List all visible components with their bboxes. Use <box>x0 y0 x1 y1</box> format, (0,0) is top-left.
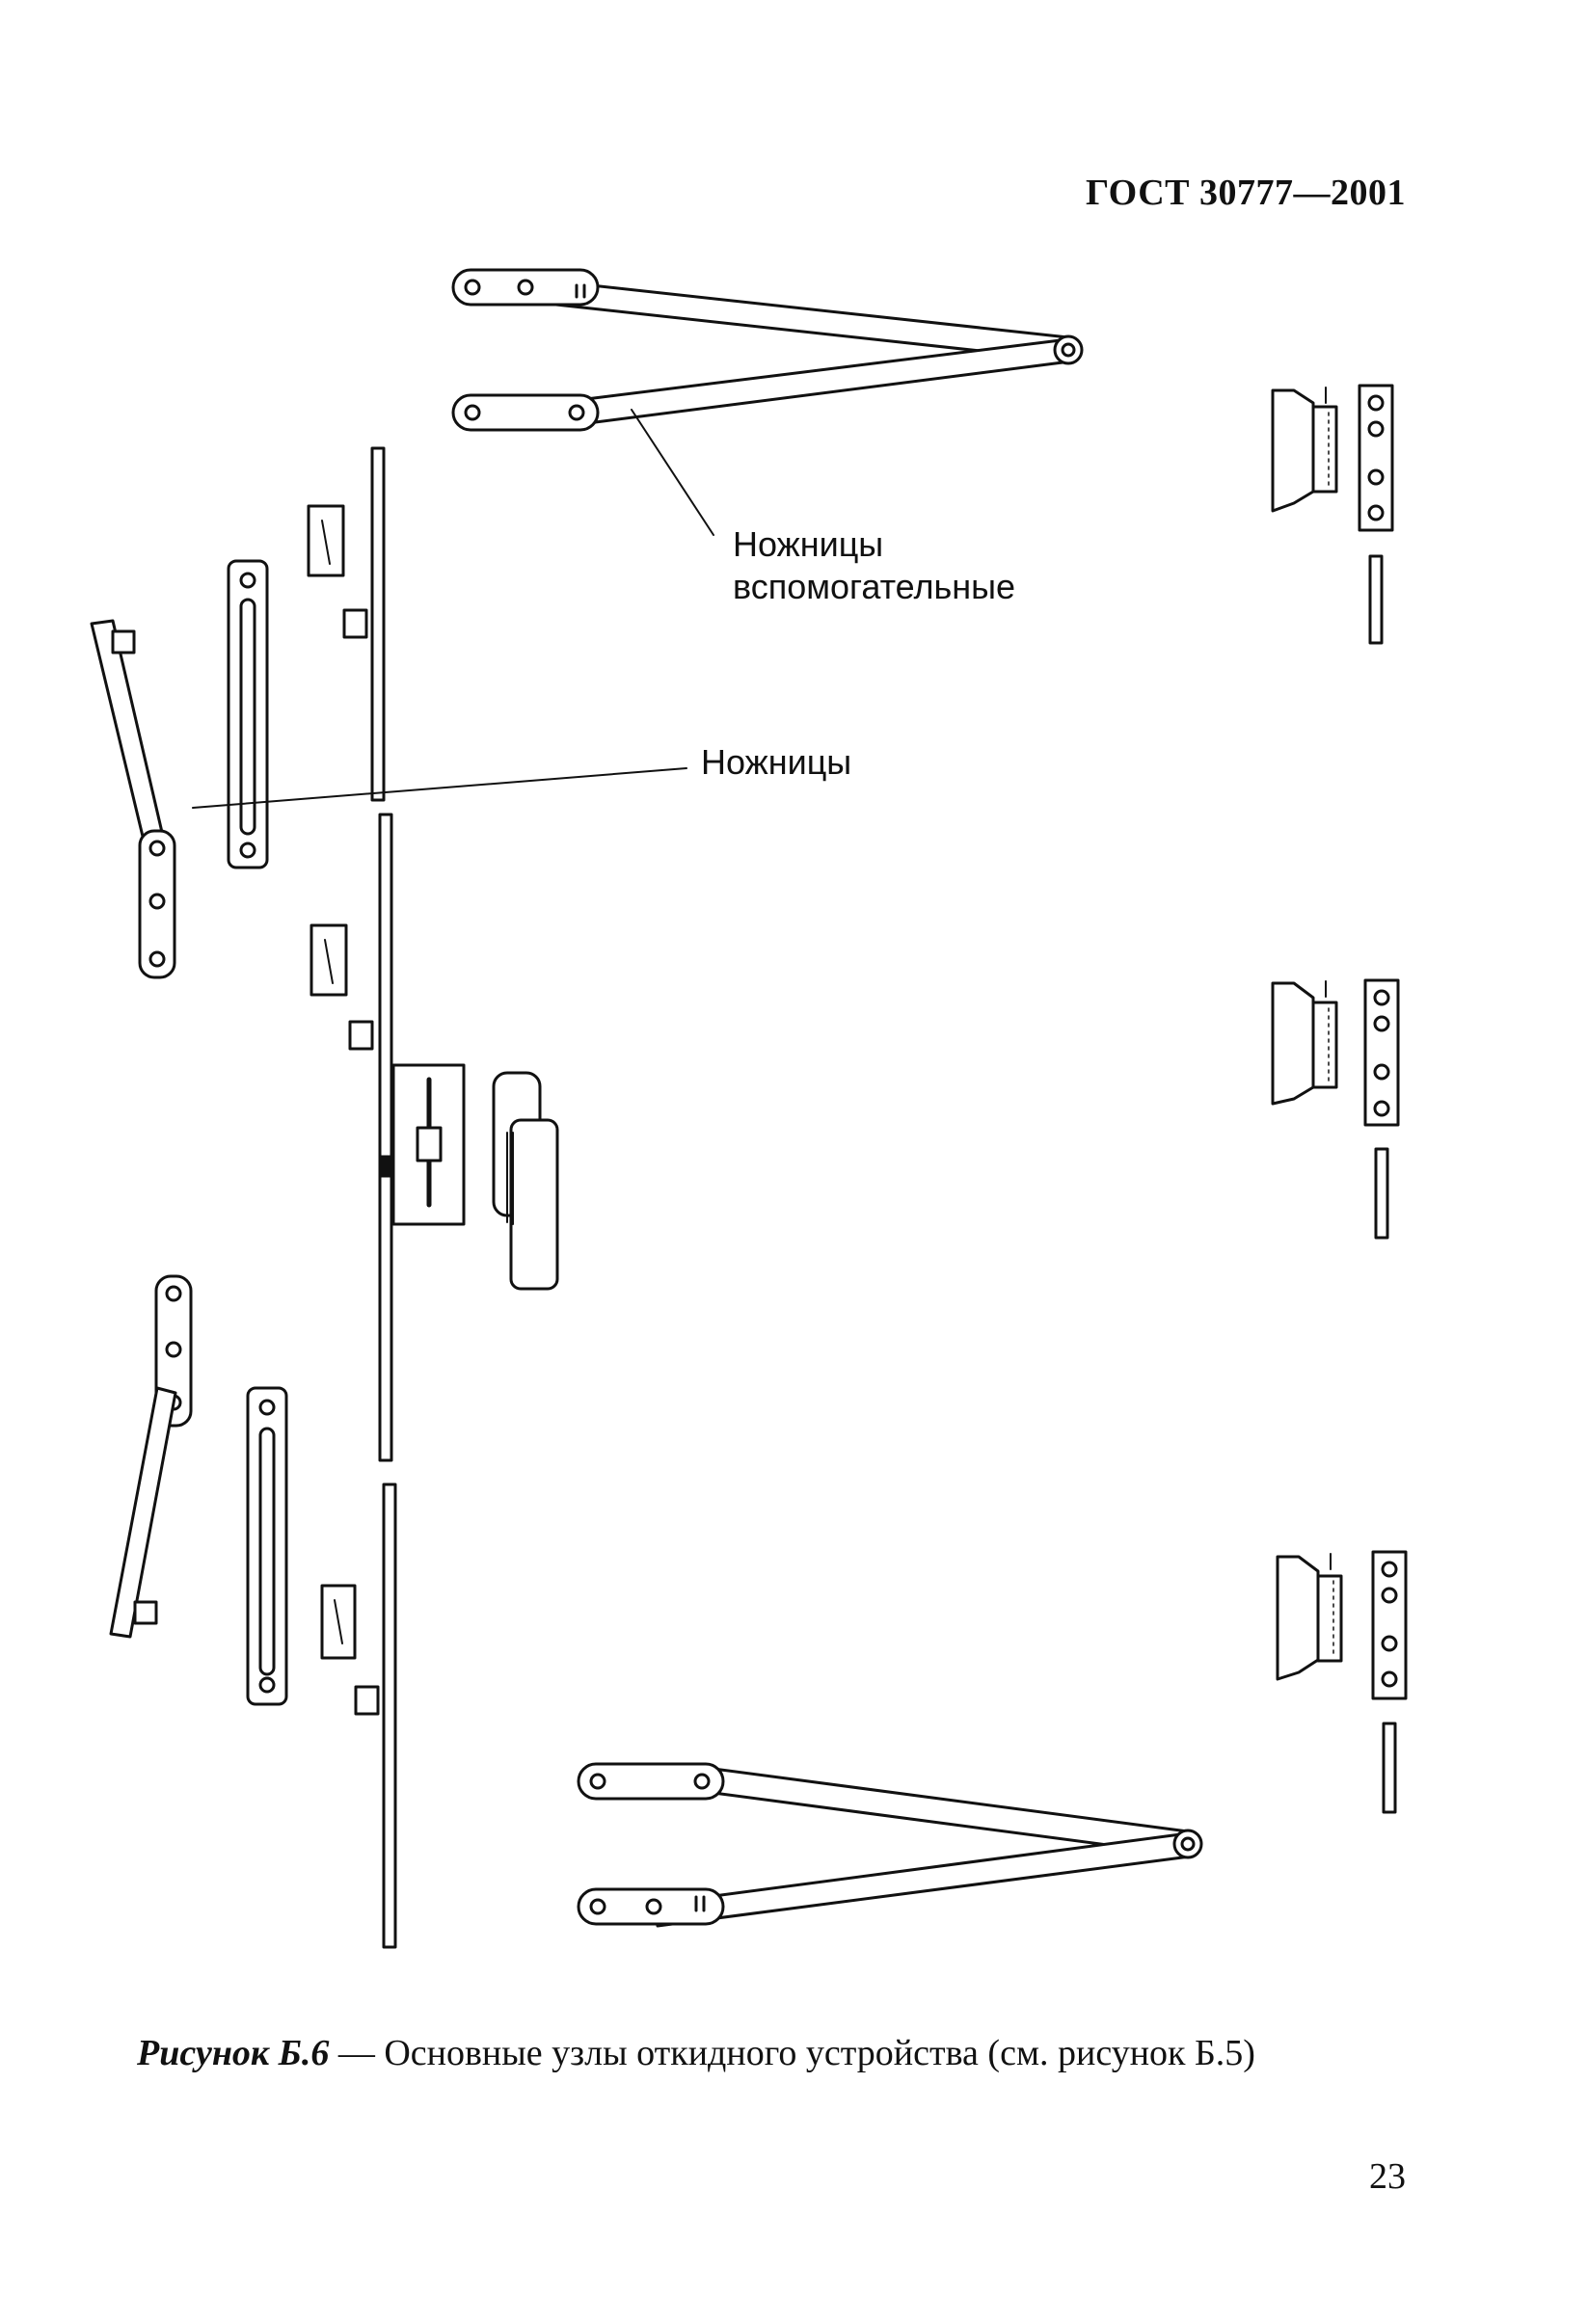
standard-code-header: ГОСТ 30777—2001 <box>1085 173 1406 213</box>
hinge-assembly-middle <box>1271 978 1400 1240</box>
auxiliary-scissors-top <box>451 268 1084 536</box>
aux-scissors-label-line1: Ножницы <box>733 524 884 564</box>
scissors-leader-line <box>192 767 687 809</box>
gear-and-handle <box>391 1063 559 1291</box>
figure-caption-label: Рисунок Б.6 <box>137 2033 330 2073</box>
auxiliary-scissors-bottom <box>577 1762 1203 1928</box>
figure-caption-text: — Основные узлы откидного устройства (см… <box>329 2033 1255 2073</box>
page-number: 23 <box>1369 2156 1406 2197</box>
figure-caption: Рисунок Б.6 — Основные узлы откидного ус… <box>137 2032 1255 2074</box>
drive-rod <box>342 446 397 1949</box>
scissors-label: Ножницы <box>701 742 852 782</box>
hinge-assembly-top <box>1271 384 1394 645</box>
scissors-slot-plate-upper <box>227 559 269 869</box>
hinge-assembly-bottom <box>1276 1550 1408 1814</box>
striker-plates <box>307 504 357 1660</box>
scissors-slot-plate-lower <box>246 1386 288 1706</box>
scissors-link-lower <box>109 1274 193 1639</box>
aux-scissors-callout: Ножницы вспомогательные <box>733 523 1015 608</box>
scissors-link-upper <box>90 619 176 979</box>
aux-scissors-label-line2: вспомогательные <box>733 567 1016 606</box>
